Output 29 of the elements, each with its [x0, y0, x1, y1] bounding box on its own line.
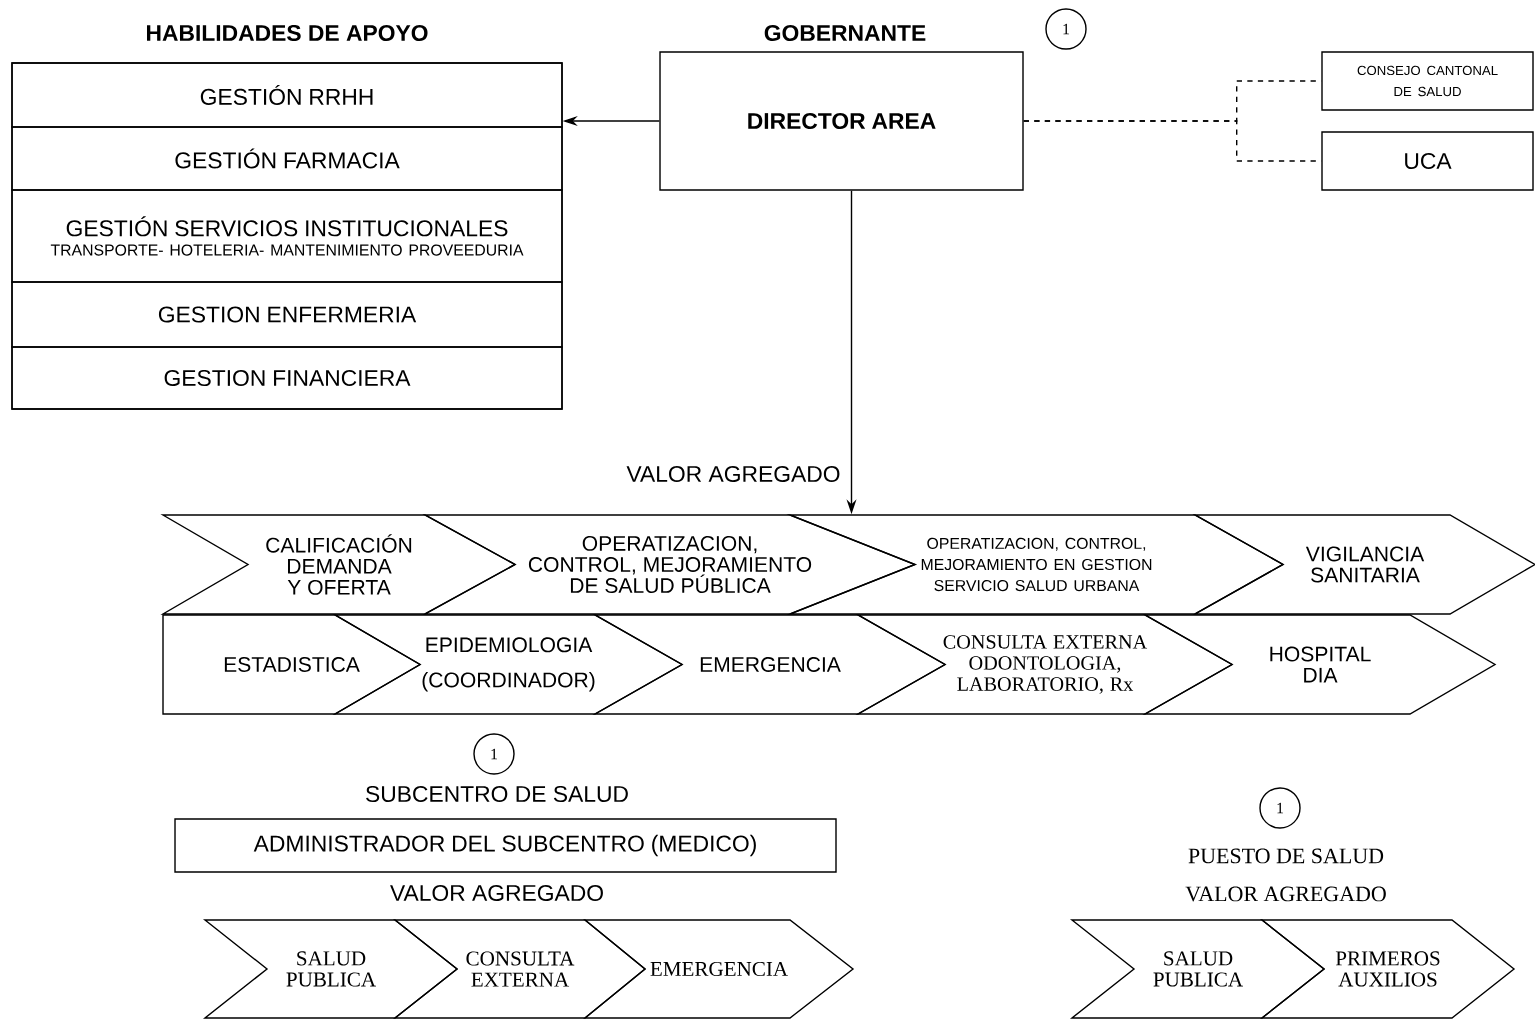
org-box: ADMINISTRADOR DEL SUBCENTRO (MEDICO)	[174, 818, 837, 873]
process-step: EMERGENCIA	[583, 919, 855, 1019]
org-box: DIRECTOR AREA	[659, 51, 1024, 191]
org-box: UCA	[1321, 131, 1534, 191]
process-step: ESTADISTICA	[162, 614, 422, 715]
section-label: PUESTO DE SALUD	[1188, 848, 1384, 864]
process-step: CALIFICACIÓN DEMANDA Y OFERTA	[160, 514, 517, 615]
process-step: SALUD PUBLICA	[203, 919, 459, 1019]
process-step: VIGILANCIA SANITARIA	[1192, 514, 1535, 615]
table-row: GESTION ENFERMERIA	[11, 281, 563, 348]
table-row: GESTIÓN RRHH	[11, 62, 563, 128]
heading: SUBCENTRO DE SALUD	[366, 785, 628, 803]
process-step: OPERATIZACION, CONTROL, MEJORAMIENTO DE SALUD PÚBLICA	[422, 514, 917, 615]
process-step: CONSULTA EXTERNA ODONTOLOGIA, LABORATORIO, Rx	[855, 614, 1234, 715]
callout-number: 1	[473, 733, 515, 775]
section-label: VALOR AGREGADO	[626, 465, 840, 483]
callout-number: 1	[1045, 8, 1087, 50]
heading: HABILIDADES DE APOYO	[147, 24, 428, 42]
org-box: CONSEJO CANTONAL DE SALUD	[1321, 51, 1534, 111]
heading: GOBERNANTE	[764, 24, 926, 42]
section-label: VALOR AGREGADO	[390, 884, 603, 902]
table-row: GESTION FINANCIERA	[11, 346, 563, 410]
process-step: CONSULTA EXTERNA	[393, 919, 647, 1019]
callout-number: 1	[1259, 787, 1301, 829]
table-row: GESTIÓN SERVICIOS INSTITUCIONALES TRANSPORTE- HOTELERIA- MANTENIMIENTO PROVEEDURIA	[11, 189, 563, 283]
process-step: PRIMEROS AUXILIOS	[1259, 919, 1516, 1019]
section-label: VALOR AGREGADO	[1185, 886, 1386, 902]
process-step: SALUD PUBLICA	[1069, 919, 1326, 1019]
table-row: GESTIÓN FARMACIA	[11, 126, 563, 191]
